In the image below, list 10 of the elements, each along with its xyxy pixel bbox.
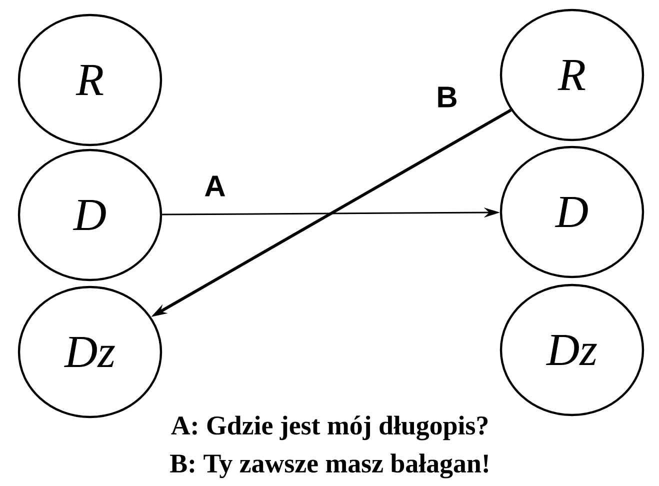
edge-label: B [435, 86, 459, 108]
dialogue-line: A: Gdzie jest mój długopis? [171, 416, 488, 440]
circle-node: Dz [18, 286, 162, 418]
circle-node: R [500, 8, 644, 142]
circle-node: R [18, 14, 162, 146]
circle-node: D [500, 146, 644, 278]
edge-label: A [203, 174, 227, 198]
circle-node: D [18, 148, 162, 282]
circle-node: Dz [500, 284, 644, 416]
dialogue-line: B: Ty zawsze masz bałagan! [170, 454, 488, 478]
